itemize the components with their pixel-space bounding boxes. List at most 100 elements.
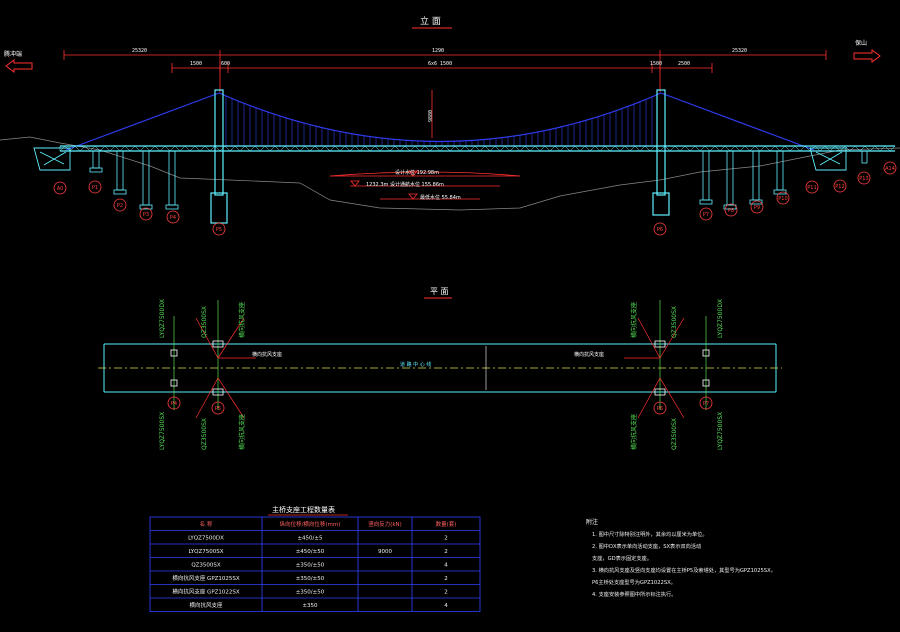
pier-tag-circle xyxy=(776,191,790,205)
table-title: 主桥支座工程数量表 xyxy=(272,505,335,514)
stiffening-girder xyxy=(59,145,896,152)
pier-tag-p12: P12 xyxy=(835,184,844,190)
pier-column xyxy=(861,150,868,164)
pier-tag-p5: P5 xyxy=(216,227,222,233)
pier-footing xyxy=(89,167,103,173)
pier-footing xyxy=(165,204,179,210)
hangers xyxy=(225,96,653,146)
table-cell: ±350/±50 xyxy=(296,590,325,596)
plan-label-tr3: 横向抗风支座 xyxy=(630,302,638,338)
plan-label-tr1: QZ3500SX xyxy=(671,306,678,338)
pier-tag-circle xyxy=(805,180,819,194)
pier-column xyxy=(702,150,710,201)
pier-tag-circle xyxy=(653,222,667,236)
pier-tag-p9: P9 xyxy=(754,205,760,211)
pier-tag-circle xyxy=(750,200,764,214)
plan-title: 平 面 xyxy=(430,287,449,296)
plan-pier-axes xyxy=(173,300,707,410)
tower-p5 xyxy=(210,89,228,224)
dim-right-a: 1500 xyxy=(650,61,662,67)
plan-view: 平 面 道 路 中 心 线 横向抗风支座 xyxy=(98,287,782,450)
bearing-table: 主桥支座工程数量表 名 称纵向位移/横向位移(mm)竖向反力(kN)数量(套)L… xyxy=(149,505,481,612)
notes-lines: 1. 图中尺寸除特别注明外，其余均以厘米为单位。 2. 图中DX表示单向活动支座，… xyxy=(592,530,776,598)
pier-tag-p1: P1 xyxy=(92,185,98,191)
water-level-low: 最低水位 55.84m xyxy=(420,194,461,201)
plan-label-bl3: 横向抗风支座 xyxy=(238,414,246,450)
dim-right-side: 25320 xyxy=(732,48,747,54)
anchorage-right xyxy=(809,147,847,171)
overall-dimension-line xyxy=(63,50,827,92)
pier-tag-p13: P13 xyxy=(859,176,868,182)
plan-label-bl2: QZ3500SX xyxy=(201,418,208,450)
plan-label-tr2: LYQZ7500DX xyxy=(717,299,724,338)
pier-column xyxy=(752,150,760,201)
water-level-high: 设计水位 192.98m xyxy=(395,169,439,176)
notes-block: 附注 1. 图中尺寸除特别注明外，其余均以厘米为单位。2. 图中DX表示单向活动… xyxy=(586,518,776,598)
plan-label-bl1: LYQZ7500SX xyxy=(159,412,166,450)
table-cell: 2 xyxy=(444,576,448,582)
dim-left-b: 600 xyxy=(221,61,230,67)
table-grid xyxy=(149,516,481,612)
dim-left-side: 25320 xyxy=(132,48,147,54)
note-line: 2. 图中DX表示单向活动支座，SX表示双向活动 xyxy=(592,542,701,550)
pier-tag-a0: A0 xyxy=(57,186,64,192)
table-cell: 2 xyxy=(444,549,448,555)
pier-tag-p2: P2 xyxy=(117,203,123,209)
pier-tag-p11: P11 xyxy=(807,185,816,191)
note-line: 1. 图中尺寸除特别注明外，其余均以厘米为单位。 xyxy=(592,530,708,538)
plan-label-br1: QZ3500SX xyxy=(671,418,678,450)
plan-tag-p4: P4 xyxy=(171,401,177,407)
dim-sag: 9880 xyxy=(428,110,434,122)
dim-overall: 1290 xyxy=(432,48,444,54)
ground-profile xyxy=(0,136,900,211)
plan-label-br3: 横向抗风支座 xyxy=(630,414,638,450)
plan-pier-tags: P4 P5 P6 P7 xyxy=(167,396,713,415)
table-cells: 名 称纵向位移/横向位移(mm)竖向反力(kN)数量(套)LYQZ7500DX±… xyxy=(172,520,456,609)
table-header: 数量(套) xyxy=(436,520,457,528)
plan-tag-p7: P7 xyxy=(703,401,709,407)
pier-footing xyxy=(773,189,787,195)
table-cell: 横向抗风支座 xyxy=(189,601,223,609)
pier-column xyxy=(168,150,176,206)
plan-label-tl3: 横向抗风支座 xyxy=(238,302,246,338)
pier-tag-p6: P6 xyxy=(657,227,663,233)
pier-tag-circle xyxy=(139,207,153,221)
pier-tag-p8: P8 xyxy=(728,208,734,214)
plan-tag-p5: P5 xyxy=(215,406,221,412)
right-direction-label: 保山 xyxy=(855,39,867,47)
pier-column xyxy=(142,150,150,206)
anchorage-left xyxy=(33,147,71,171)
pier-footing xyxy=(113,189,127,195)
table-header: 名 称 xyxy=(200,520,213,528)
elevation-view: 立 面 腾冲端 保山 25320 1290 25320 1500 600 6x6… xyxy=(0,15,900,236)
pier-tag-circle xyxy=(212,222,226,236)
table-cell: 9000 xyxy=(378,549,392,555)
plan-label-tl2: QZ3500SX xyxy=(201,306,208,338)
pier-tag-circle xyxy=(857,171,871,185)
pier-tag-p7: P7 xyxy=(703,212,709,218)
pier-tag-p3: P3 xyxy=(143,212,149,218)
plan-left-callout: 横向抗风支座 xyxy=(252,351,282,358)
tower-p6 xyxy=(652,89,670,216)
table-cell: 横向抗风支座 GPZ1025SX xyxy=(172,574,240,582)
pier-tag-circle xyxy=(833,179,847,193)
table-header: 竖向反力(kN) xyxy=(368,520,402,528)
plan-tag-p6: P6 xyxy=(657,406,663,412)
water-levels xyxy=(329,170,521,200)
note-line: P6主桥处支座型号为GPZ1022SX。 xyxy=(592,578,676,586)
dim-main-span: 6x6 1500 xyxy=(428,61,452,67)
bearing-marks xyxy=(170,340,710,396)
main-cable xyxy=(65,92,815,151)
note-line: 3. 横向抗风支座及竖向支座均设置在主桥P5及索塔处，其型号为GPZ1025SX… xyxy=(592,566,776,574)
pier-tag-circle xyxy=(113,198,127,212)
table-cell: 2 xyxy=(444,536,448,542)
pier-footing xyxy=(699,199,713,205)
pier-tag-a14: A14 xyxy=(885,166,895,172)
table-cell: ±350 xyxy=(302,603,318,609)
pier-tag-circle xyxy=(88,180,102,194)
pier-tag-circle xyxy=(724,203,738,217)
elevation-title: 立 面 xyxy=(420,15,441,27)
pier-tag-circle xyxy=(166,210,180,224)
